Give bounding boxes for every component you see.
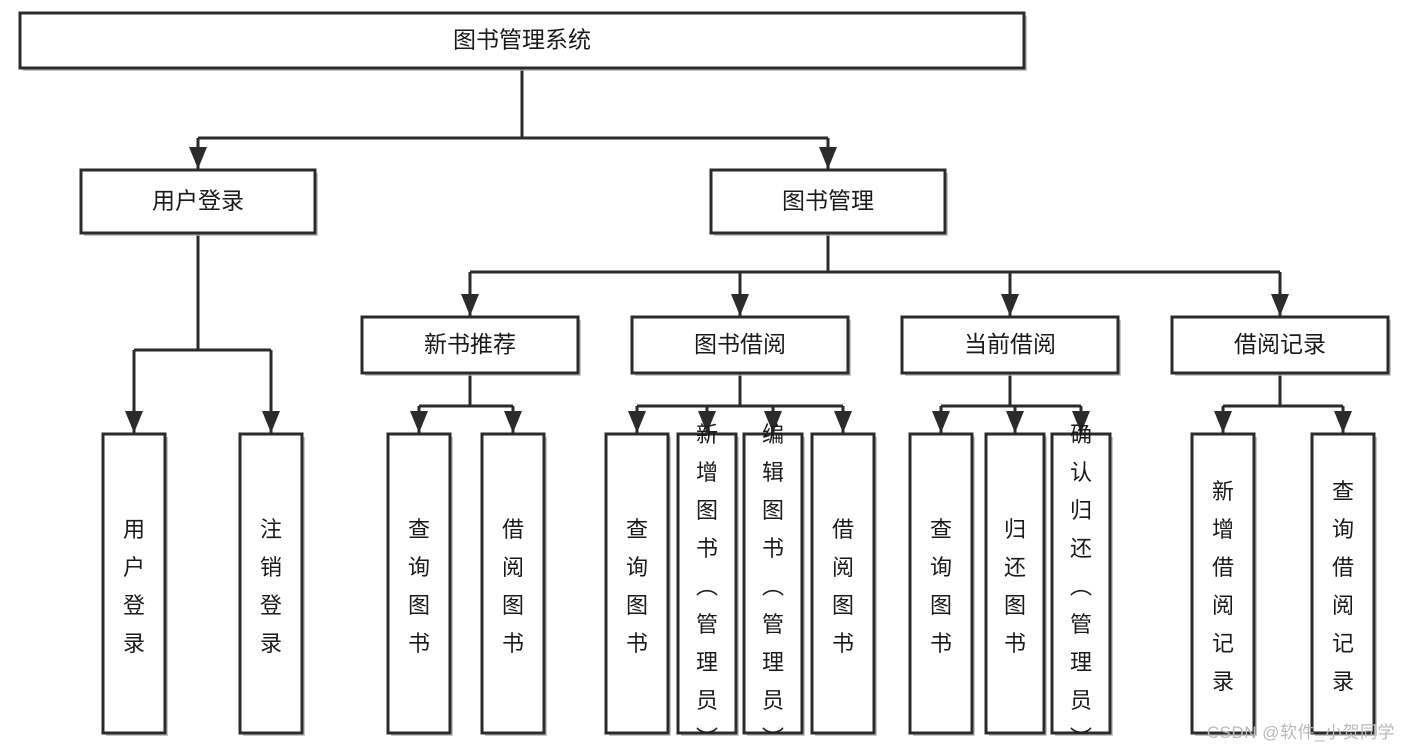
node-leaf-确认归还管理员[interactable]: 确认归还︵管理员︶ [1050,422,1113,747]
node-level3-借阅记录[interactable]: 借阅记录 [1170,315,1391,376]
node-layer: 图书管理系统用户登录图书管理新书推荐图书借阅当前借阅借阅记录用户登录注销登录查询… [18,11,1391,747]
node-box [1050,432,1112,735]
node-label: 借阅图书 [832,517,854,656]
connector-arrowhead [731,294,749,316]
connector-arrowhead [125,411,143,433]
connector-arrowhead [461,294,479,316]
node-label: 用户登录 [152,188,244,214]
node-leaf-查询图书[interactable]: 查询图书 [386,432,453,736]
connector-arrowhead [698,411,716,433]
node-level2-用户登录[interactable]: 用户登录 [79,168,318,236]
node-label: 新增图书︵管理员︶ [696,422,718,747]
connector-arrowhead [410,411,428,433]
node-box [386,432,452,735]
node-label: 查询图书 [408,517,430,656]
node-root-图书管理系统[interactable]: 图书管理系统 [18,11,1027,71]
connector-arrowhead [1271,294,1289,316]
node-leaf-用户登录[interactable]: 用户登录 [101,432,168,736]
connector-layer [125,68,1352,433]
node-box [1170,315,1390,375]
node-label: 图书管理 [782,188,874,214]
watermark-label: CSDN @软件_小贺同学 [1206,723,1395,742]
node-leaf-编辑图书管理员[interactable]: 编辑图书︵管理员︶ [742,422,805,747]
node-box [480,432,546,735]
connector-arrowhead [1001,294,1019,316]
node-label: 新增借阅记录 [1212,479,1234,694]
node-label: 图书借阅 [694,331,786,357]
connector-arrowhead [1006,411,1024,433]
node-label: 借阅图书 [502,517,524,656]
node-label: 借阅记录 [1234,331,1326,357]
connector-arrowhead [819,147,837,169]
node-label: 确认归还︵管理员︶ [1070,422,1092,747]
node-box [900,315,1120,375]
node-level3-图书借阅[interactable]: 图书借阅 [630,315,851,376]
node-box [984,432,1046,735]
node-box [676,432,738,735]
connector-arrowhead [189,147,207,169]
node-box [101,432,167,735]
connector-arrowhead [628,411,646,433]
node-box [604,432,670,735]
node-label: 用户登录 [123,517,145,656]
node-box [18,11,1026,70]
node-box [908,432,974,735]
connector-arrowhead [834,411,852,433]
node-label: 查询图书 [930,517,952,656]
node-box [238,432,304,735]
connector-arrowhead [262,411,280,433]
node-level3-新书推荐[interactable]: 新书推荐 [360,315,581,376]
node-box [709,168,947,235]
node-label: 图书管理系统 [453,27,591,53]
node-label: 当前借阅 [964,331,1056,357]
node-leaf-归还图书[interactable]: 归还图书 [984,432,1047,736]
node-box [630,315,850,375]
node-leaf-新增借阅记录[interactable]: 新增借阅记录 [1190,432,1257,736]
node-leaf-查询图书[interactable]: 查询图书 [604,432,671,736]
node-box [1190,432,1256,735]
node-level3-当前借阅[interactable]: 当前借阅 [900,315,1121,376]
node-leaf-新增图书管理员[interactable]: 新增图书︵管理员︶ [676,422,739,747]
node-label: 归还图书 [1004,517,1026,656]
connector-arrowhead [1334,411,1352,433]
node-leaf-借阅图书[interactable]: 借阅图书 [810,432,877,736]
node-box [360,315,580,375]
node-box [742,432,804,735]
node-leaf-注销登录[interactable]: 注销登录 [238,432,305,736]
connector-arrowhead [764,411,782,433]
node-label: 查询借阅记录 [1332,479,1354,694]
connector-arrowhead [1214,411,1232,433]
node-leaf-借阅图书[interactable]: 借阅图书 [480,432,547,736]
node-box [1310,432,1376,735]
connector-arrowhead [932,411,950,433]
connector-arrowhead [1072,411,1090,433]
node-label: 查询图书 [626,517,648,656]
node-leaf-查询借阅记录[interactable]: 查询借阅记录 [1310,432,1377,736]
node-level2-图书管理[interactable]: 图书管理 [709,168,948,236]
connector-arrowhead [504,411,522,433]
node-label: 编辑图书︵管理员︶ [762,422,784,747]
node-label: 注销登录 [260,517,282,656]
node-box [810,432,876,735]
node-label: 新书推荐 [424,331,516,357]
node-leaf-查询图书[interactable]: 查询图书 [908,432,975,736]
node-box [79,168,317,235]
